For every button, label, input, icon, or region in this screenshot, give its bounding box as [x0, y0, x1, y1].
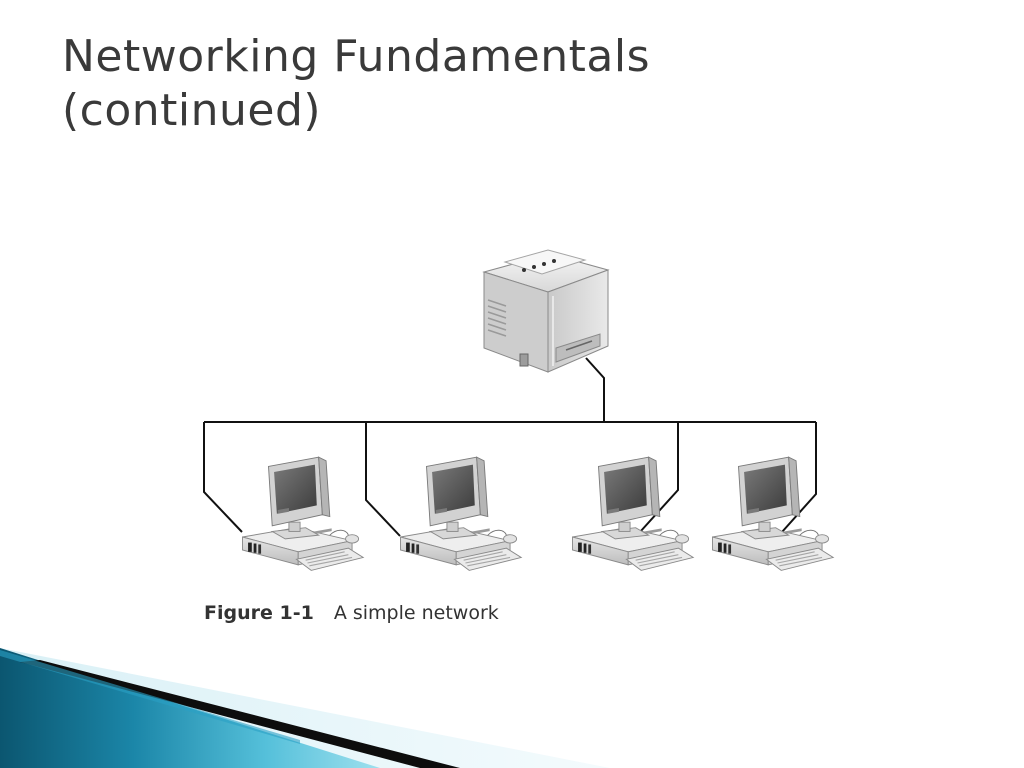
slide-title-line-2: (continued): [62, 85, 322, 136]
network-cables: [203, 357, 817, 537]
printer-cable: [585, 357, 605, 422]
slide-title-line-1: Networking Fundamentals: [62, 31, 650, 82]
figure-caption-number: Figure 1-1: [204, 602, 314, 624]
figure-caption-text: A simple network: [333, 602, 499, 624]
cable-computer-4: [781, 422, 817, 533]
cable-computer-1: [203, 422, 243, 533]
cable-computer-2: [365, 422, 401, 537]
cable-computer-3: [639, 422, 679, 533]
figure-caption: Figure 1-1 A simple network: [204, 602, 499, 624]
printer-icon: [482, 249, 610, 373]
slide-title: Networking Fundamentals (continued): [62, 30, 650, 138]
